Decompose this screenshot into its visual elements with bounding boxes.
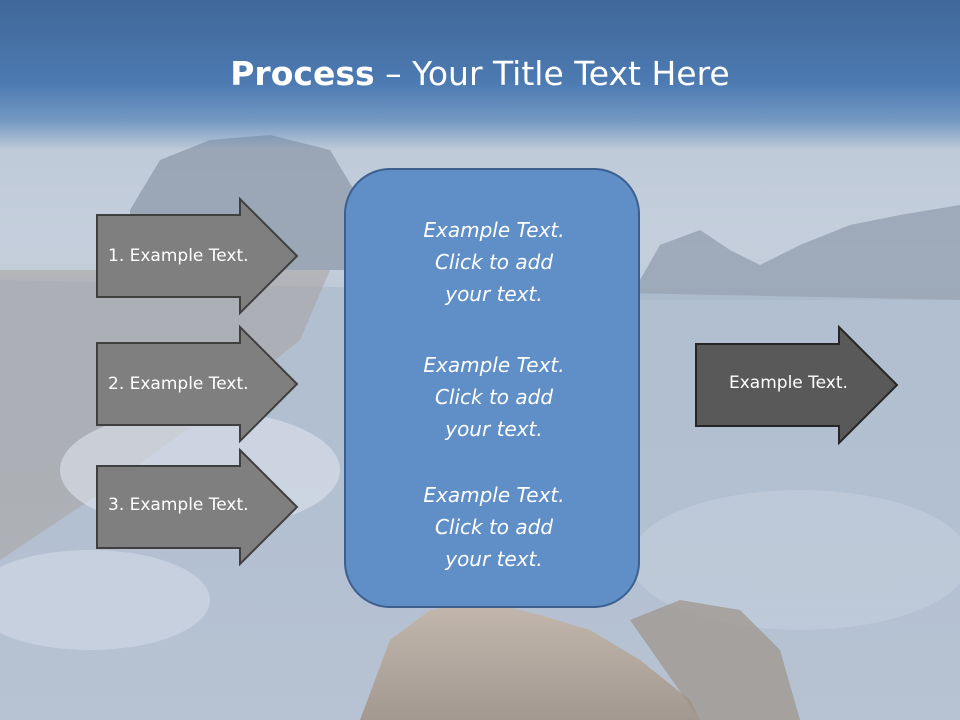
process-box[interactable]: Example Text. Click to add your text. Ex… bbox=[344, 168, 640, 608]
arrow-shape bbox=[96, 447, 299, 567]
process-text-line: your text. bbox=[445, 282, 543, 306]
process-text-block-2: Example Text. Click to add your text. bbox=[346, 349, 642, 445]
title-bar bbox=[0, 0, 960, 150]
output-arrow[interactable]: Example Text. bbox=[695, 324, 899, 446]
process-text-line: Click to add bbox=[434, 250, 554, 274]
process-text-line: Example Text. bbox=[423, 483, 565, 507]
input-arrow-label: 2. Example Text. bbox=[108, 374, 249, 394]
process-text-line: Example Text. bbox=[423, 353, 565, 377]
input-arrow-label: 3. Example Text. bbox=[108, 495, 249, 515]
process-text-block-1: Example Text. Click to add your text. bbox=[346, 214, 642, 310]
process-text-line: Click to add bbox=[434, 385, 554, 409]
process-text-line: your text. bbox=[445, 547, 543, 571]
input-arrow-label: 1. Example Text. bbox=[108, 246, 249, 266]
arrow-shape bbox=[96, 196, 299, 316]
arrow-shape bbox=[695, 324, 899, 446]
slide-title: Process – Your Title Text Here bbox=[0, 52, 960, 96]
process-text-line: Example Text. bbox=[423, 218, 565, 242]
process-text-line: Click to add bbox=[434, 515, 554, 539]
input-arrow-3[interactable]: 3. Example Text. bbox=[96, 447, 299, 567]
title-rest: – Your Title Text Here bbox=[374, 54, 730, 93]
input-arrow-1[interactable]: 1. Example Text. bbox=[96, 196, 299, 316]
process-text-block-3: Example Text. Click to add your text. bbox=[346, 479, 642, 575]
process-text-line: your text. bbox=[445, 417, 543, 441]
title-bold: Process bbox=[230, 54, 375, 93]
output-arrow-label: Example Text. bbox=[729, 373, 848, 393]
arrow-shape bbox=[96, 324, 299, 444]
input-arrow-2[interactable]: 2. Example Text. bbox=[96, 324, 299, 444]
